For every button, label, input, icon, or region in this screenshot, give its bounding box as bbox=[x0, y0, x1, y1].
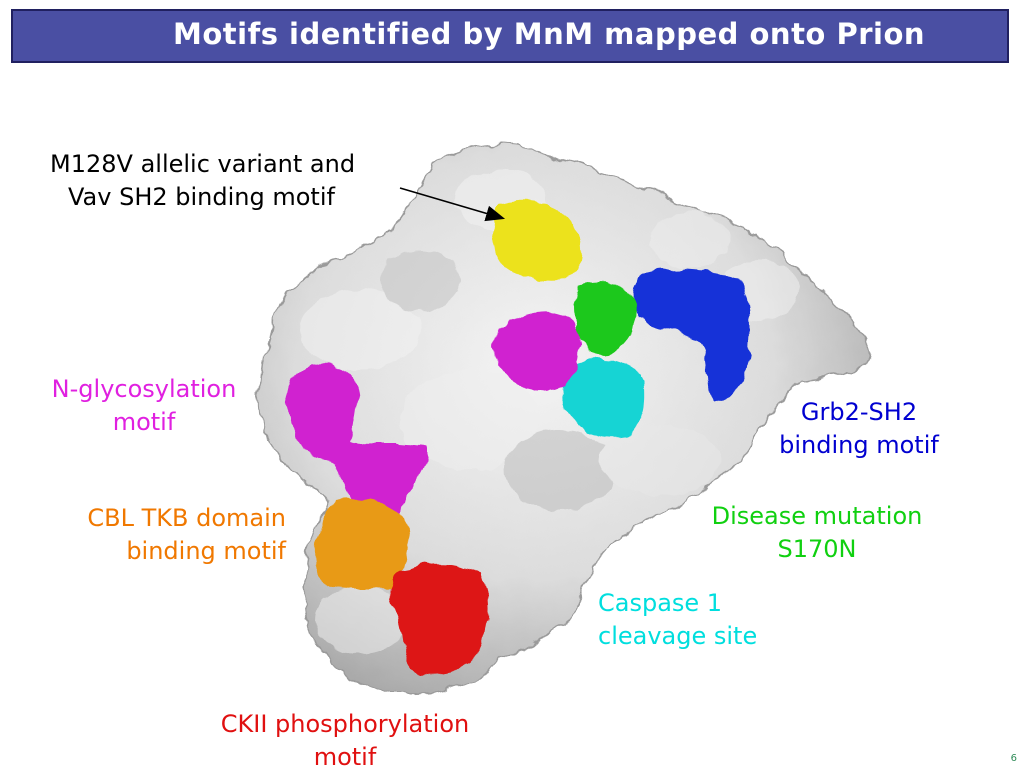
ckii-label: CKII phosphorylation motif bbox=[200, 708, 490, 774]
m128v-label: M128V allelic variant and Vav SH2 bindin… bbox=[50, 148, 355, 214]
caspase-label-line2: cleavage site bbox=[598, 622, 758, 650]
region-orange bbox=[314, 498, 408, 590]
slide-title: Motifs identified by MnM mapped onto Pri… bbox=[173, 17, 926, 51]
region-green bbox=[575, 281, 638, 356]
ckii-label-line2: motif bbox=[313, 743, 377, 771]
disease-label: Disease mutation S170N bbox=[700, 500, 934, 566]
cbl-label-line2: binding motif bbox=[126, 537, 286, 565]
region-red bbox=[389, 563, 488, 675]
title-bar: Motifs identified by MnM mapped onto Pri… bbox=[11, 9, 1009, 63]
caspase-label-line1: Caspase 1 bbox=[598, 589, 723, 617]
nglyco-label: N-glycosylation motif bbox=[38, 373, 250, 439]
region-magenta-upper bbox=[494, 311, 581, 391]
nglyco-label-line2: motif bbox=[112, 408, 176, 436]
region-blue bbox=[634, 268, 750, 402]
nglyco-label-line1: N-glycosylation bbox=[51, 375, 237, 403]
cbl-label-line1: CBL TKB domain bbox=[87, 504, 286, 532]
region-yellow bbox=[493, 199, 581, 281]
grb2-label-line2: binding motif bbox=[779, 431, 939, 459]
disease-label-line2: S170N bbox=[777, 535, 857, 563]
region-cyan bbox=[562, 359, 646, 438]
grb2-label: Grb2-SH2 binding motif bbox=[770, 396, 948, 462]
caspase-label: Caspase 1 cleavage site bbox=[598, 587, 757, 653]
slide-number: 6 bbox=[1010, 753, 1017, 764]
disease-label-line1: Disease mutation bbox=[711, 502, 923, 530]
ckii-label-line1: CKII phosphorylation bbox=[220, 710, 470, 738]
m128v-label-line1: M128V allelic variant and bbox=[50, 150, 356, 178]
grb2-label-line1: Grb2-SH2 bbox=[800, 398, 918, 426]
region-magenta-left bbox=[286, 364, 426, 524]
m128v-arrow bbox=[399, 187, 506, 222]
cbl-label: CBL TKB domain binding motif bbox=[66, 502, 286, 568]
m128v-label-line2: Vav SH2 binding motif bbox=[68, 183, 335, 211]
